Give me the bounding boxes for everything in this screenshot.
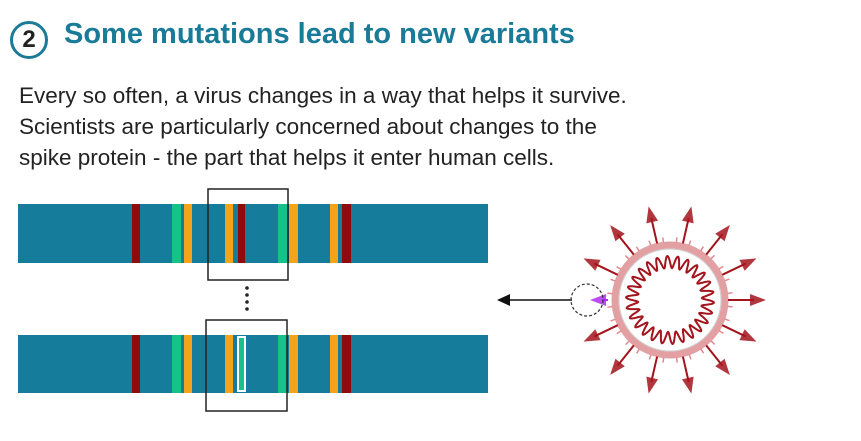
spike-stem [681, 356, 690, 383]
membrane-protein [675, 237, 678, 243]
spike-stem [593, 324, 619, 338]
stripe-orange [289, 204, 298, 263]
membrane-protein [616, 265, 622, 270]
spike-icon [610, 224, 625, 242]
spike-icon [715, 358, 730, 376]
stripe-red [132, 204, 140, 263]
membrane-protein [724, 318, 730, 322]
stripe-green [278, 335, 287, 393]
membrane-protein [724, 278, 730, 282]
spike-icon [681, 206, 694, 224]
membrane-protein [688, 354, 692, 360]
stripe-orange [289, 335, 298, 393]
stripe-red [342, 204, 351, 263]
step-number-badge: 2 [10, 21, 48, 59]
membrane-protein [710, 340, 716, 345]
description-line: spike protein - the part that helps it e… [19, 145, 555, 170]
spike-stem [721, 262, 747, 276]
membrane-protein [635, 246, 640, 252]
highlight-box-variant [205, 319, 288, 412]
virus-membrane [611, 241, 729, 359]
step-number: 2 [22, 26, 36, 53]
spike-icon [739, 258, 757, 271]
membrane-protein [727, 305, 733, 308]
membrane-protein [688, 240, 692, 246]
stripe-orange [330, 335, 338, 393]
stripe-green [172, 204, 181, 263]
stripe-orange [184, 204, 192, 263]
membrane-protein [624, 255, 630, 260]
spike-icon [739, 329, 757, 342]
membrane-protein [662, 237, 665, 243]
spike-stem [616, 344, 635, 367]
spike-stem [593, 262, 619, 276]
membrane-protein [718, 330, 724, 335]
stripe-green [172, 335, 181, 393]
virus-membrane-inner [618, 248, 722, 352]
spike-icon [610, 358, 625, 376]
original-strand [18, 204, 488, 263]
spike-stem [681, 217, 690, 244]
spike-icon [715, 224, 730, 242]
spike-stem [616, 233, 635, 256]
membrane-protein [700, 348, 705, 354]
spike-icon [750, 294, 766, 306]
membrane-protein [662, 357, 665, 363]
rna-coil [625, 255, 715, 345]
membrane-protein [648, 240, 652, 246]
mutated-stripe [237, 336, 246, 392]
stripe-orange [225, 335, 233, 393]
ellipsis-dot [245, 293, 249, 297]
membrane-protein [607, 305, 613, 308]
highlight-box-original [207, 188, 289, 281]
ellipsis-dot [245, 300, 249, 304]
membrane-protein [648, 354, 652, 360]
stripe-red [132, 335, 140, 393]
membrane-protein [727, 292, 733, 295]
membrane-protein [710, 254, 715, 260]
stripe-orange [330, 204, 338, 263]
spike-stem [705, 233, 724, 256]
membrane-protein [635, 348, 640, 354]
spike-icon [583, 329, 601, 342]
ellipsis-dot [245, 286, 249, 290]
mutation-highlight-circle [570, 283, 604, 317]
spike-stem [650, 356, 659, 383]
spike-icon [583, 258, 601, 271]
spike-stem [705, 344, 724, 367]
description-line: Scientists are particularly concerned ab… [19, 114, 597, 139]
ellipsis-dot [245, 307, 249, 311]
membrane-protein [625, 340, 630, 346]
spike-icon [646, 206, 659, 224]
description: Every so often, a virus changes in a way… [19, 80, 627, 173]
membrane-protein [718, 265, 724, 270]
membrane-protein [610, 278, 616, 282]
membrane-protein [675, 357, 678, 363]
arrow-head-icon [497, 294, 510, 306]
stripe-red [238, 204, 245, 263]
membrane-protein [616, 330, 622, 335]
stripe-green [278, 204, 287, 263]
stripe-orange [225, 204, 233, 263]
page-title: Some mutations lead to new variants [64, 18, 575, 50]
variant-strand [18, 335, 488, 393]
mutated-spike-icon [590, 294, 606, 306]
description-line: Every so often, a virus changes in a way… [19, 83, 627, 108]
spike-icon [646, 376, 659, 394]
stripe-orange [184, 335, 192, 393]
membrane-protein [700, 246, 705, 252]
membrane-protein [610, 318, 616, 322]
stripe-red [342, 335, 351, 393]
membrane-protein [607, 292, 613, 295]
spike-stem [721, 324, 747, 338]
spike-icon [681, 376, 694, 394]
spike-stem [650, 217, 659, 244]
